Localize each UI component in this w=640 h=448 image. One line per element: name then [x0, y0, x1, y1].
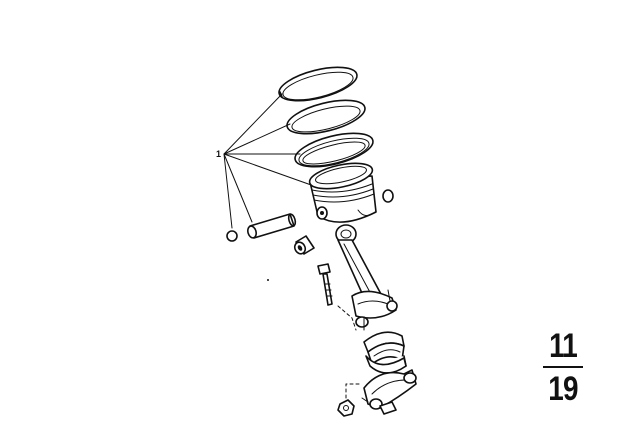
bearing-shell-upper [363, 331, 405, 365]
callout-group: 1 [216, 93, 315, 229]
rod-nut [337, 383, 363, 417]
piston [308, 162, 377, 223]
circlip-left [226, 230, 238, 242]
small-end-bushing [293, 235, 315, 255]
connecting-rod [335, 224, 398, 331]
leader-lines [223, 93, 315, 229]
piston-ring-top [278, 66, 358, 102]
rod-bolt [317, 263, 333, 306]
alignment-line [267, 279, 357, 331]
rod-cap [361, 369, 417, 415]
callout-label: 1 [216, 149, 221, 159]
bearing-shell-lower [365, 355, 407, 374]
page-number-divider [543, 366, 583, 368]
circlip-right [382, 189, 394, 203]
page-number-top: 11 [549, 327, 578, 365]
piston-ring-oil [294, 132, 374, 168]
piston-ring-middle [286, 99, 366, 135]
piston-pin [247, 213, 297, 239]
page-number-bottom: 19 [548, 370, 578, 408]
